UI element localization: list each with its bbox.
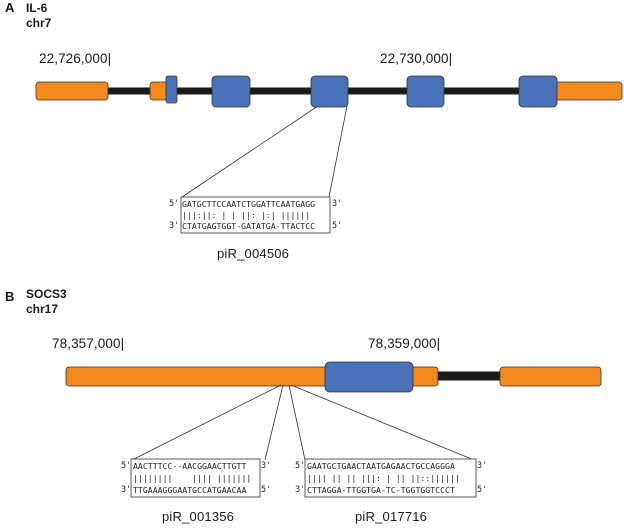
panel-b-coord-left: 78,357,000|: [52, 336, 125, 351]
socs3-3utr: [499, 366, 602, 387]
socs3-right-mrna-sequence: GAATGCTGAACTAATGAGAACTGCCAGGGA: [307, 461, 455, 471]
socs3-left-top-5prime: 5': [121, 461, 132, 471]
socs3-right-top-5prime: 5': [295, 461, 306, 471]
il6-pirna-label: piR_004506: [217, 246, 290, 261]
il6-bottom-3prime: 3': [169, 221, 180, 231]
il6-exon-3: [310, 75, 349, 108]
il6-exon-2: [211, 75, 251, 108]
socs3-gene-model: [65, 361, 602, 498]
panel-a-coord-left: 22,726,000|: [39, 51, 112, 66]
socs3-left-pirna-sequence: TTGAAAGGGAATGCCATGAACAA: [133, 485, 247, 495]
socs3-left-bottom-3prime: 3': [121, 485, 132, 495]
il6-bottom-5prime: 5': [332, 221, 343, 231]
socs3-zoom-line-4: [290, 384, 475, 461]
socs3-alignment-box-left: [130, 458, 261, 498]
panel-b-gene-name: SOCS3: [26, 287, 67, 301]
il6-5utr: [35, 81, 109, 101]
socs3-right-pirna-sequence: CTTAGGA-TTGGTGA-TC-TGGTGGTCCCT: [307, 485, 455, 495]
socs3-left-pirna-label: piR_001356: [162, 509, 235, 524]
socs3-zoom-line-3: [288, 384, 306, 461]
il6-top-3prime: 3': [332, 199, 343, 209]
il6-pairing: |||:||: | | ||: |:| ||||||: [182, 210, 311, 220]
il6-top-5prime: 5': [169, 199, 180, 209]
socs3-exon: [324, 361, 414, 393]
socs3-right-pairing: |||| || || |||: | || ||::||||||: [307, 473, 460, 483]
socs3-right-top-3prime: 3': [477, 461, 488, 471]
il6-mrna-sequence: GATGCTTCCAATCTGGATTCAATGAGG: [182, 199, 316, 209]
il6-alignment-box: [180, 196, 331, 234]
socs3-alignment-box-right: [304, 458, 477, 498]
panel-a-coord-right: 22,730,000|: [380, 51, 453, 66]
socs3-zoom-line-1: [131, 384, 282, 461]
il6-zoom-line-right: [328, 105, 348, 198]
il6-3utr: [547, 81, 623, 101]
socs3-left-mrna-sequence: AACTTTCC--AACGGAACTTGTT: [133, 461, 247, 471]
il6-exon-1: [165, 75, 178, 104]
socs3-right-bottom-3prime: 3': [295, 485, 306, 495]
il6-exon-5: [518, 75, 558, 108]
il6-pirna-sequence: CTATGAGTGGT-GATATGA-TTACTCC: [182, 221, 316, 231]
socs3-right-bottom-5prime: 5': [477, 485, 488, 495]
panel-b-coord-right: 78,359,000|: [368, 336, 441, 351]
panel-a-letter: A: [5, 0, 15, 15]
panel-b-letter: B: [5, 289, 15, 304]
socs3-left-bottom-5prime: 5': [261, 485, 272, 495]
panel-b-chromosome: chr17: [26, 302, 59, 316]
socs3-left-pairing: |||||||| |||| |||||||: [133, 473, 252, 483]
socs3-right-pirna-label: piR_017716: [355, 509, 428, 524]
il6-exon-4: [406, 75, 445, 108]
il6-gene-model: [35, 75, 623, 234]
il6-zoom-line-left: [181, 105, 319, 198]
socs3-zoom-line-2: [264, 384, 284, 461]
panel-a-chromosome: chr7: [26, 16, 52, 30]
socs3-left-top-3prime: 3': [261, 461, 272, 471]
panel-a-gene-name: IL-6: [26, 1, 48, 15]
